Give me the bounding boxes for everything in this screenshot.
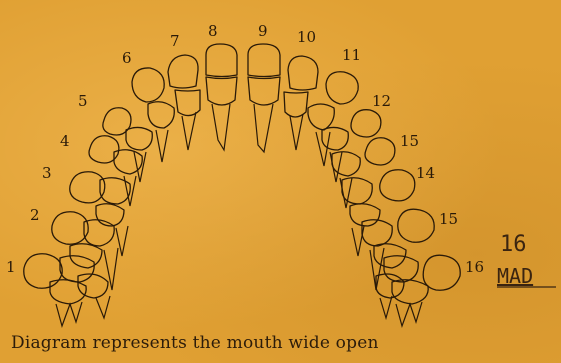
tooth-number-15a: 15 bbox=[400, 132, 419, 150]
tooth-number-7: 7 bbox=[170, 32, 180, 50]
tooth-number-1: 1 bbox=[6, 258, 16, 276]
tooth-number-14: 14 bbox=[416, 164, 435, 182]
tooth-11 bbox=[308, 72, 358, 166]
tooth-number-15b: 15 bbox=[439, 210, 458, 228]
tooth-number-10: 10 bbox=[297, 28, 316, 46]
tooth-number-3: 3 bbox=[42, 164, 52, 182]
tooth-2 bbox=[52, 212, 118, 290]
tooth-6 bbox=[132, 68, 174, 162]
tooth-number-8: 8 bbox=[208, 22, 218, 40]
diagram-caption: Diagram represents the mouth wide open bbox=[11, 333, 379, 353]
tooth-8 bbox=[206, 44, 237, 150]
tooth-number-16: 16 bbox=[465, 258, 484, 276]
tooth-4 bbox=[89, 136, 142, 206]
tooth-number-6: 6 bbox=[122, 49, 132, 67]
tooth-9 bbox=[248, 44, 280, 152]
tooth-number-12: 12 bbox=[372, 92, 391, 110]
stamp-number: 16 bbox=[500, 232, 527, 257]
tooth-7 bbox=[168, 55, 200, 150]
stamp-initials: MAD bbox=[497, 264, 533, 288]
tooth-1 bbox=[24, 254, 110, 326]
tooth-10 bbox=[284, 56, 318, 150]
tooth-12 bbox=[322, 110, 381, 182]
tooth-number-11: 11 bbox=[342, 46, 361, 64]
tooth-number-9: 9 bbox=[258, 22, 268, 40]
tooth-number-5: 5 bbox=[78, 92, 88, 110]
tooth-5 bbox=[103, 108, 152, 182]
tooth-number-4: 4 bbox=[60, 132, 70, 150]
tooth-number-2: 2 bbox=[30, 206, 40, 224]
tooth-16 bbox=[376, 255, 460, 326]
